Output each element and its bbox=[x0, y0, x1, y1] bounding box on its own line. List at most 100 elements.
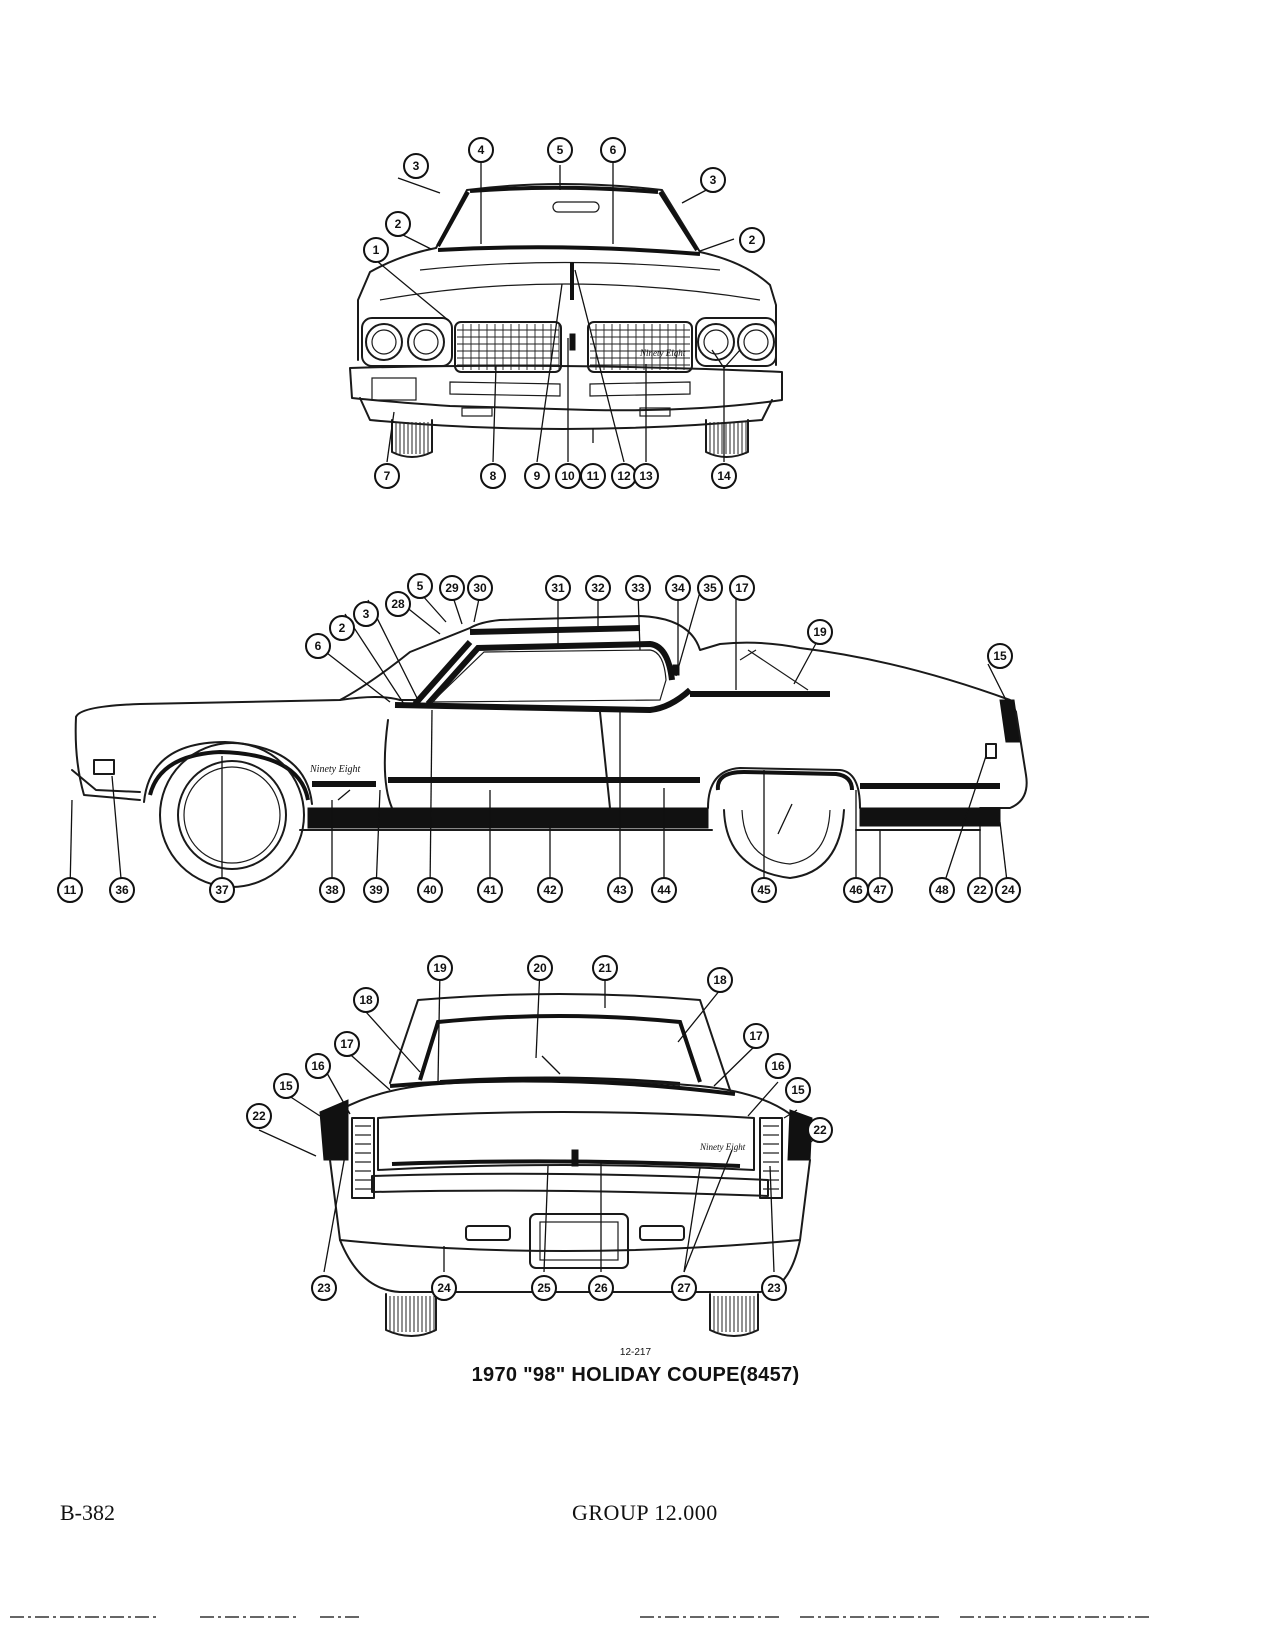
leader-line bbox=[683, 1167, 701, 1273]
leader-line bbox=[574, 269, 625, 463]
front-callout-11: 11 bbox=[580, 463, 606, 489]
front-callout-13: 13 bbox=[633, 463, 659, 489]
side-callout-31: 31 bbox=[545, 575, 571, 601]
svg-text:38: 38 bbox=[325, 883, 339, 897]
side-callout-3: 3 bbox=[353, 601, 379, 627]
side-callout-44: 44 bbox=[651, 877, 677, 903]
leader-line bbox=[541, 1055, 561, 1075]
front-script-emblem: Ninety Eight bbox=[639, 348, 686, 358]
svg-text:45: 45 bbox=[757, 883, 771, 897]
side-callout-15: 15 bbox=[987, 643, 1013, 669]
svg-text:32: 32 bbox=[591, 581, 605, 595]
rear-callout-24: 24 bbox=[431, 1275, 457, 1301]
side-callout-38: 38 bbox=[319, 877, 345, 903]
front-callout-12: 12 bbox=[611, 463, 637, 489]
front-callout-3: 3 bbox=[700, 167, 726, 193]
svg-text:15: 15 bbox=[791, 1083, 805, 1097]
rear-callout-26: 26 bbox=[588, 1275, 614, 1301]
rear-callout-16: 16 bbox=[765, 1053, 791, 1079]
rear-callout-17: 17 bbox=[743, 1023, 769, 1049]
rear-callout-27: 27 bbox=[671, 1275, 697, 1301]
side-callout-42: 42 bbox=[537, 877, 563, 903]
svg-text:22: 22 bbox=[252, 1109, 266, 1123]
side-callout-40: 40 bbox=[417, 877, 443, 903]
rear-callout-21: 21 bbox=[592, 955, 618, 981]
svg-text:18: 18 bbox=[713, 973, 727, 987]
rear-callout-23: 23 bbox=[761, 1275, 787, 1301]
front-callout-4: 4 bbox=[468, 137, 494, 163]
leader-line bbox=[386, 411, 395, 463]
svg-text:13: 13 bbox=[639, 469, 653, 483]
side-callout-34: 34 bbox=[665, 575, 691, 601]
svg-text:5: 5 bbox=[417, 579, 424, 593]
svg-text:18: 18 bbox=[359, 993, 373, 1007]
svg-text:23: 23 bbox=[317, 1281, 331, 1295]
svg-text:27: 27 bbox=[677, 1281, 691, 1295]
rear-callout-22: 22 bbox=[807, 1117, 833, 1143]
side-callout-37: 37 bbox=[209, 877, 235, 903]
svg-text:6: 6 bbox=[610, 143, 617, 157]
svg-text:2: 2 bbox=[339, 621, 346, 635]
svg-text:24: 24 bbox=[1001, 883, 1015, 897]
svg-text:12: 12 bbox=[617, 469, 631, 483]
svg-text:33: 33 bbox=[631, 581, 645, 595]
svg-text:40: 40 bbox=[423, 883, 437, 897]
front-callout-5: 5 bbox=[547, 137, 573, 163]
rear-script-emblem: Ninety Eight bbox=[699, 1142, 746, 1152]
front-callout-10: 10 bbox=[555, 463, 581, 489]
svg-text:16: 16 bbox=[771, 1059, 785, 1073]
svg-text:47: 47 bbox=[873, 883, 887, 897]
side-callout-36: 36 bbox=[109, 877, 135, 903]
leader-line bbox=[365, 1011, 421, 1073]
svg-text:21: 21 bbox=[598, 961, 612, 975]
side-callout-6: 6 bbox=[305, 633, 331, 659]
svg-text:24: 24 bbox=[437, 1281, 451, 1295]
side-callout-41: 41 bbox=[477, 877, 503, 903]
svg-text:41: 41 bbox=[483, 883, 497, 897]
svg-text:39: 39 bbox=[369, 883, 383, 897]
page-number: B-382 bbox=[60, 1500, 115, 1525]
front-callout-9: 9 bbox=[524, 463, 550, 489]
leader-line bbox=[258, 1129, 317, 1157]
svg-text:42: 42 bbox=[543, 883, 557, 897]
svg-text:22: 22 bbox=[813, 1123, 827, 1137]
front-callout-3: 3 bbox=[403, 153, 429, 179]
svg-text:3: 3 bbox=[710, 173, 717, 187]
leader-line bbox=[699, 238, 735, 252]
svg-text:17: 17 bbox=[735, 581, 749, 595]
rear-callout-15: 15 bbox=[273, 1073, 299, 1099]
side-callout-48: 48 bbox=[929, 877, 955, 903]
leader-line bbox=[375, 789, 381, 891]
leader-line bbox=[69, 799, 73, 891]
rear-callout-18: 18 bbox=[707, 967, 733, 993]
svg-text:3: 3 bbox=[363, 607, 370, 621]
svg-text:19: 19 bbox=[813, 625, 827, 639]
svg-text:2: 2 bbox=[395, 217, 402, 231]
svg-text:4: 4 bbox=[478, 143, 485, 157]
rear-callout-20: 20 bbox=[527, 955, 553, 981]
svg-text:48: 48 bbox=[935, 883, 949, 897]
svg-text:19: 19 bbox=[433, 961, 447, 975]
front-callout-7: 7 bbox=[374, 463, 400, 489]
side-callout-33: 33 bbox=[625, 575, 651, 601]
leader-line bbox=[713, 1042, 759, 1087]
front-callout-2: 2 bbox=[739, 227, 765, 253]
front-callout-1: 1 bbox=[363, 237, 389, 263]
svg-text:25: 25 bbox=[537, 1281, 551, 1295]
leader-line bbox=[543, 1165, 549, 1273]
side-callout-28: 28 bbox=[385, 591, 411, 617]
svg-text:30: 30 bbox=[473, 581, 487, 595]
svg-text:16: 16 bbox=[311, 1059, 325, 1073]
leader-line bbox=[677, 989, 721, 1043]
leader-line bbox=[747, 1081, 779, 1117]
figure-title: 1970 "98" HOLIDAY COUPE(8457) bbox=[471, 1364, 800, 1386]
side-callout-17: 17 bbox=[729, 575, 755, 601]
rear-callout-19: 19 bbox=[427, 955, 453, 981]
svg-text:5: 5 bbox=[557, 143, 564, 157]
rear-callout-17: 17 bbox=[334, 1031, 360, 1057]
rear-view: Ninety Eight bbox=[319, 993, 813, 1337]
svg-text:28: 28 bbox=[391, 597, 405, 611]
front-callout-8: 8 bbox=[480, 463, 506, 489]
leader-line bbox=[535, 967, 541, 1059]
